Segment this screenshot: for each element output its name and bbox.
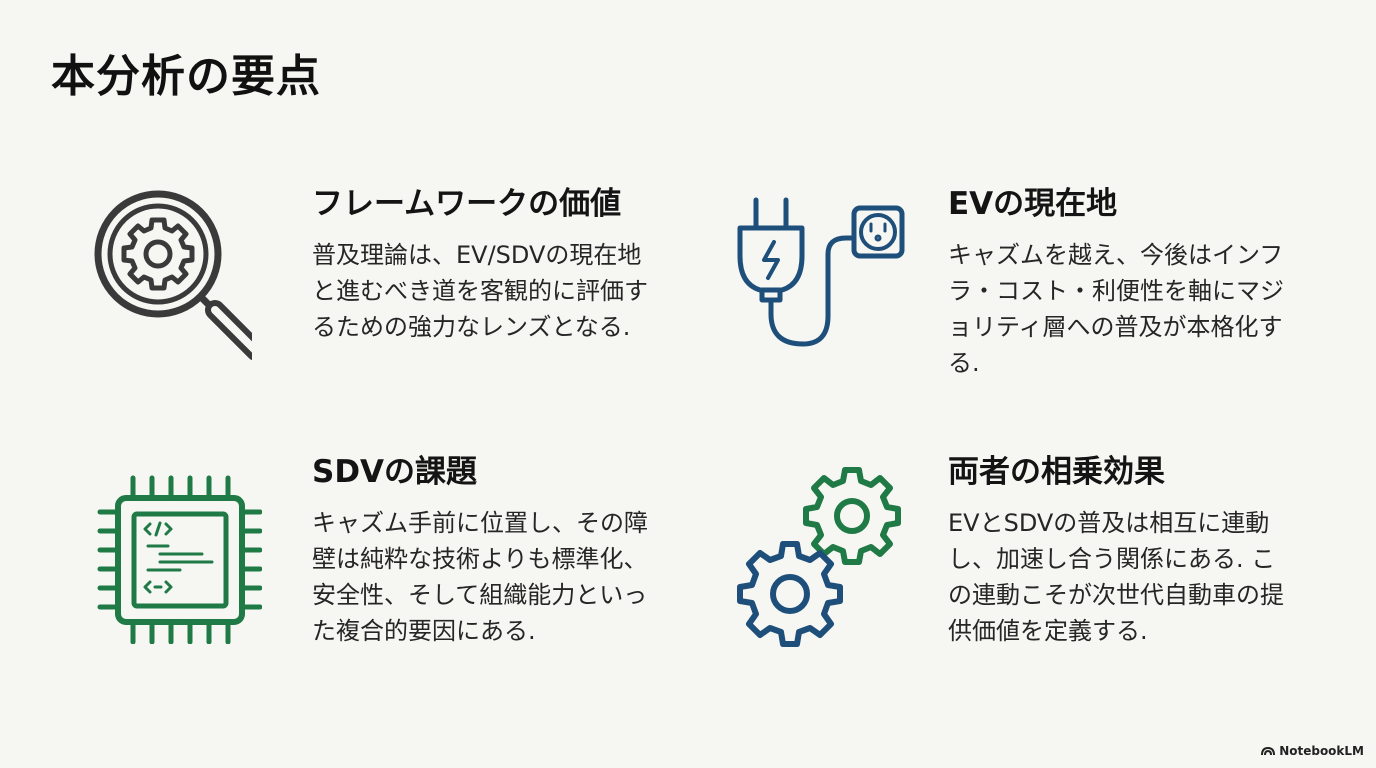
card-title: フレームワークの価値 [312, 186, 622, 222]
card-body: EVとSDVの普及は相互に連動し、加速し合う関係にある. この連動こそが次世代自… [948, 509, 1284, 646]
brand-name: NotebookLM [1279, 744, 1364, 758]
card-title: 両者の相乗効果 [948, 454, 1165, 490]
card-body: キャズムを越え、今後はインフラ・コスト・利便性を軸にマジョリティ層への普及が本格… [948, 241, 1284, 378]
ev-plug-outlet-icon [688, 186, 905, 386]
card-synergy: 両者の相乗効果 EVとSDVの普及は相互に連動し、加速し合う関係にある. この連… [688, 454, 1308, 684]
brand-footer: NotebookLM [1261, 744, 1364, 758]
card-title: SDVの課題 [312, 454, 478, 490]
card-body: 普及理論は、EV/SDVの現在地と進むべき道を客観的に評価するための強力なレンズ… [312, 241, 648, 342]
notebooklm-logo-icon [1261, 746, 1276, 756]
card-title: EVの現在地 [948, 186, 1118, 222]
magnifier-gear-icon [52, 186, 266, 386]
card-framework-value: フレームワークの価値 普及理論は、EV/SDVの現在地と進むべき道を客観的に評価… [52, 186, 672, 416]
synergy-gears-icon [688, 454, 901, 654]
code-chip-icon [52, 454, 263, 654]
card-sdv-challenges: SDVの課題 キャズム手前に位置し、その障壁は純粋な技術よりも標準化、安全性、そ… [52, 454, 672, 684]
card-ev-status: EVの現在地 キャズムを越え、今後はインフラ・コスト・利便性を軸にマジョリティ層… [688, 186, 1308, 416]
card-body: キャズム手前に位置し、その障壁は純粋な技術よりも標準化、安全性、そして組織能力と… [312, 509, 648, 646]
page-title: 本分析の要点 [51, 51, 321, 102]
